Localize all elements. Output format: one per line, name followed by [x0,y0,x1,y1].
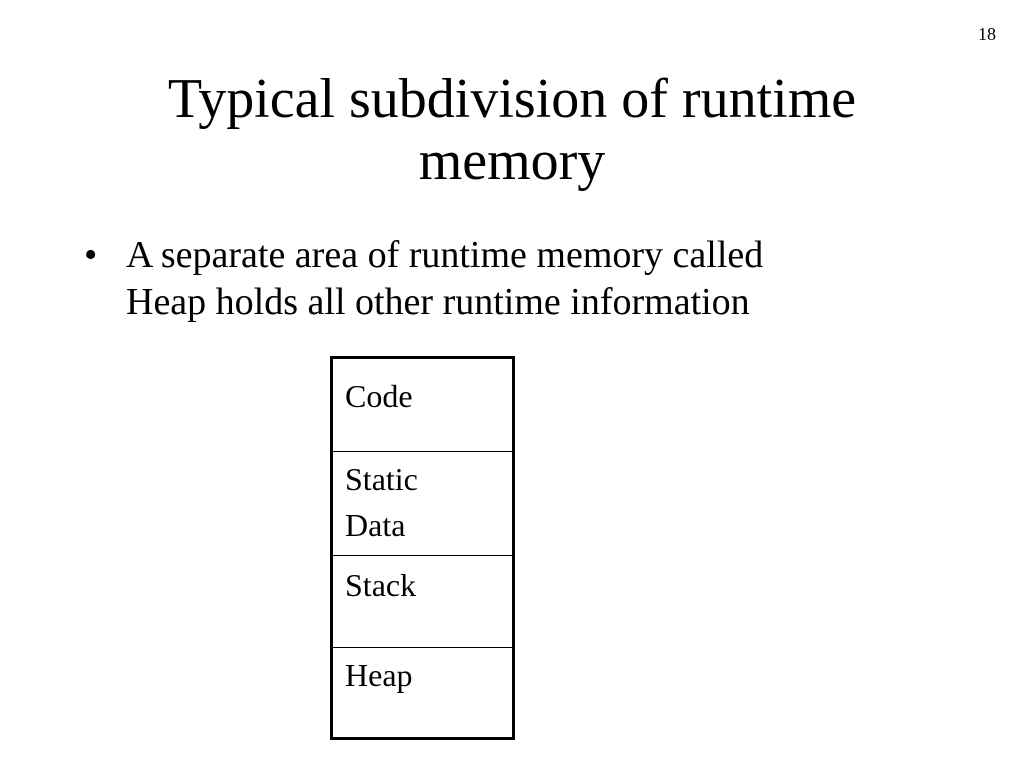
bullet-list: • A separate area of runtime memory call… [84,232,944,326]
bullet-text-line: Heap holds all other runtime information [126,281,750,323]
memory-segment-label: Heap [345,657,413,693]
memory-segment-stack: Stack [333,556,512,648]
memory-segment-code: Code [333,359,512,452]
slide-title-line: memory [418,130,606,192]
memory-segment-label: Code [345,378,413,414]
memory-layout-table: Code Static Data Stack Heap [330,356,515,740]
slide-title-line: Typical subdivision of runtime [167,68,857,130]
memory-segment-static-data: Static Data [333,452,512,556]
bullet-dot: • [84,234,98,276]
bullet-item: • A separate area of runtime memory call… [84,232,944,326]
memory-segment-label: Stack [345,567,417,603]
slide-title: Typical subdivision of runtime memory [60,68,964,192]
memory-segment-label: Data [345,507,406,543]
page-number: 18 [978,24,996,44]
bullet-text-line: A separate area of runtime memory called [126,234,764,276]
bullet-text: A separate area of runtime memory called… [126,232,944,326]
memory-segment-heap: Heap [333,648,512,737]
memory-segment-label: Static [345,461,418,497]
